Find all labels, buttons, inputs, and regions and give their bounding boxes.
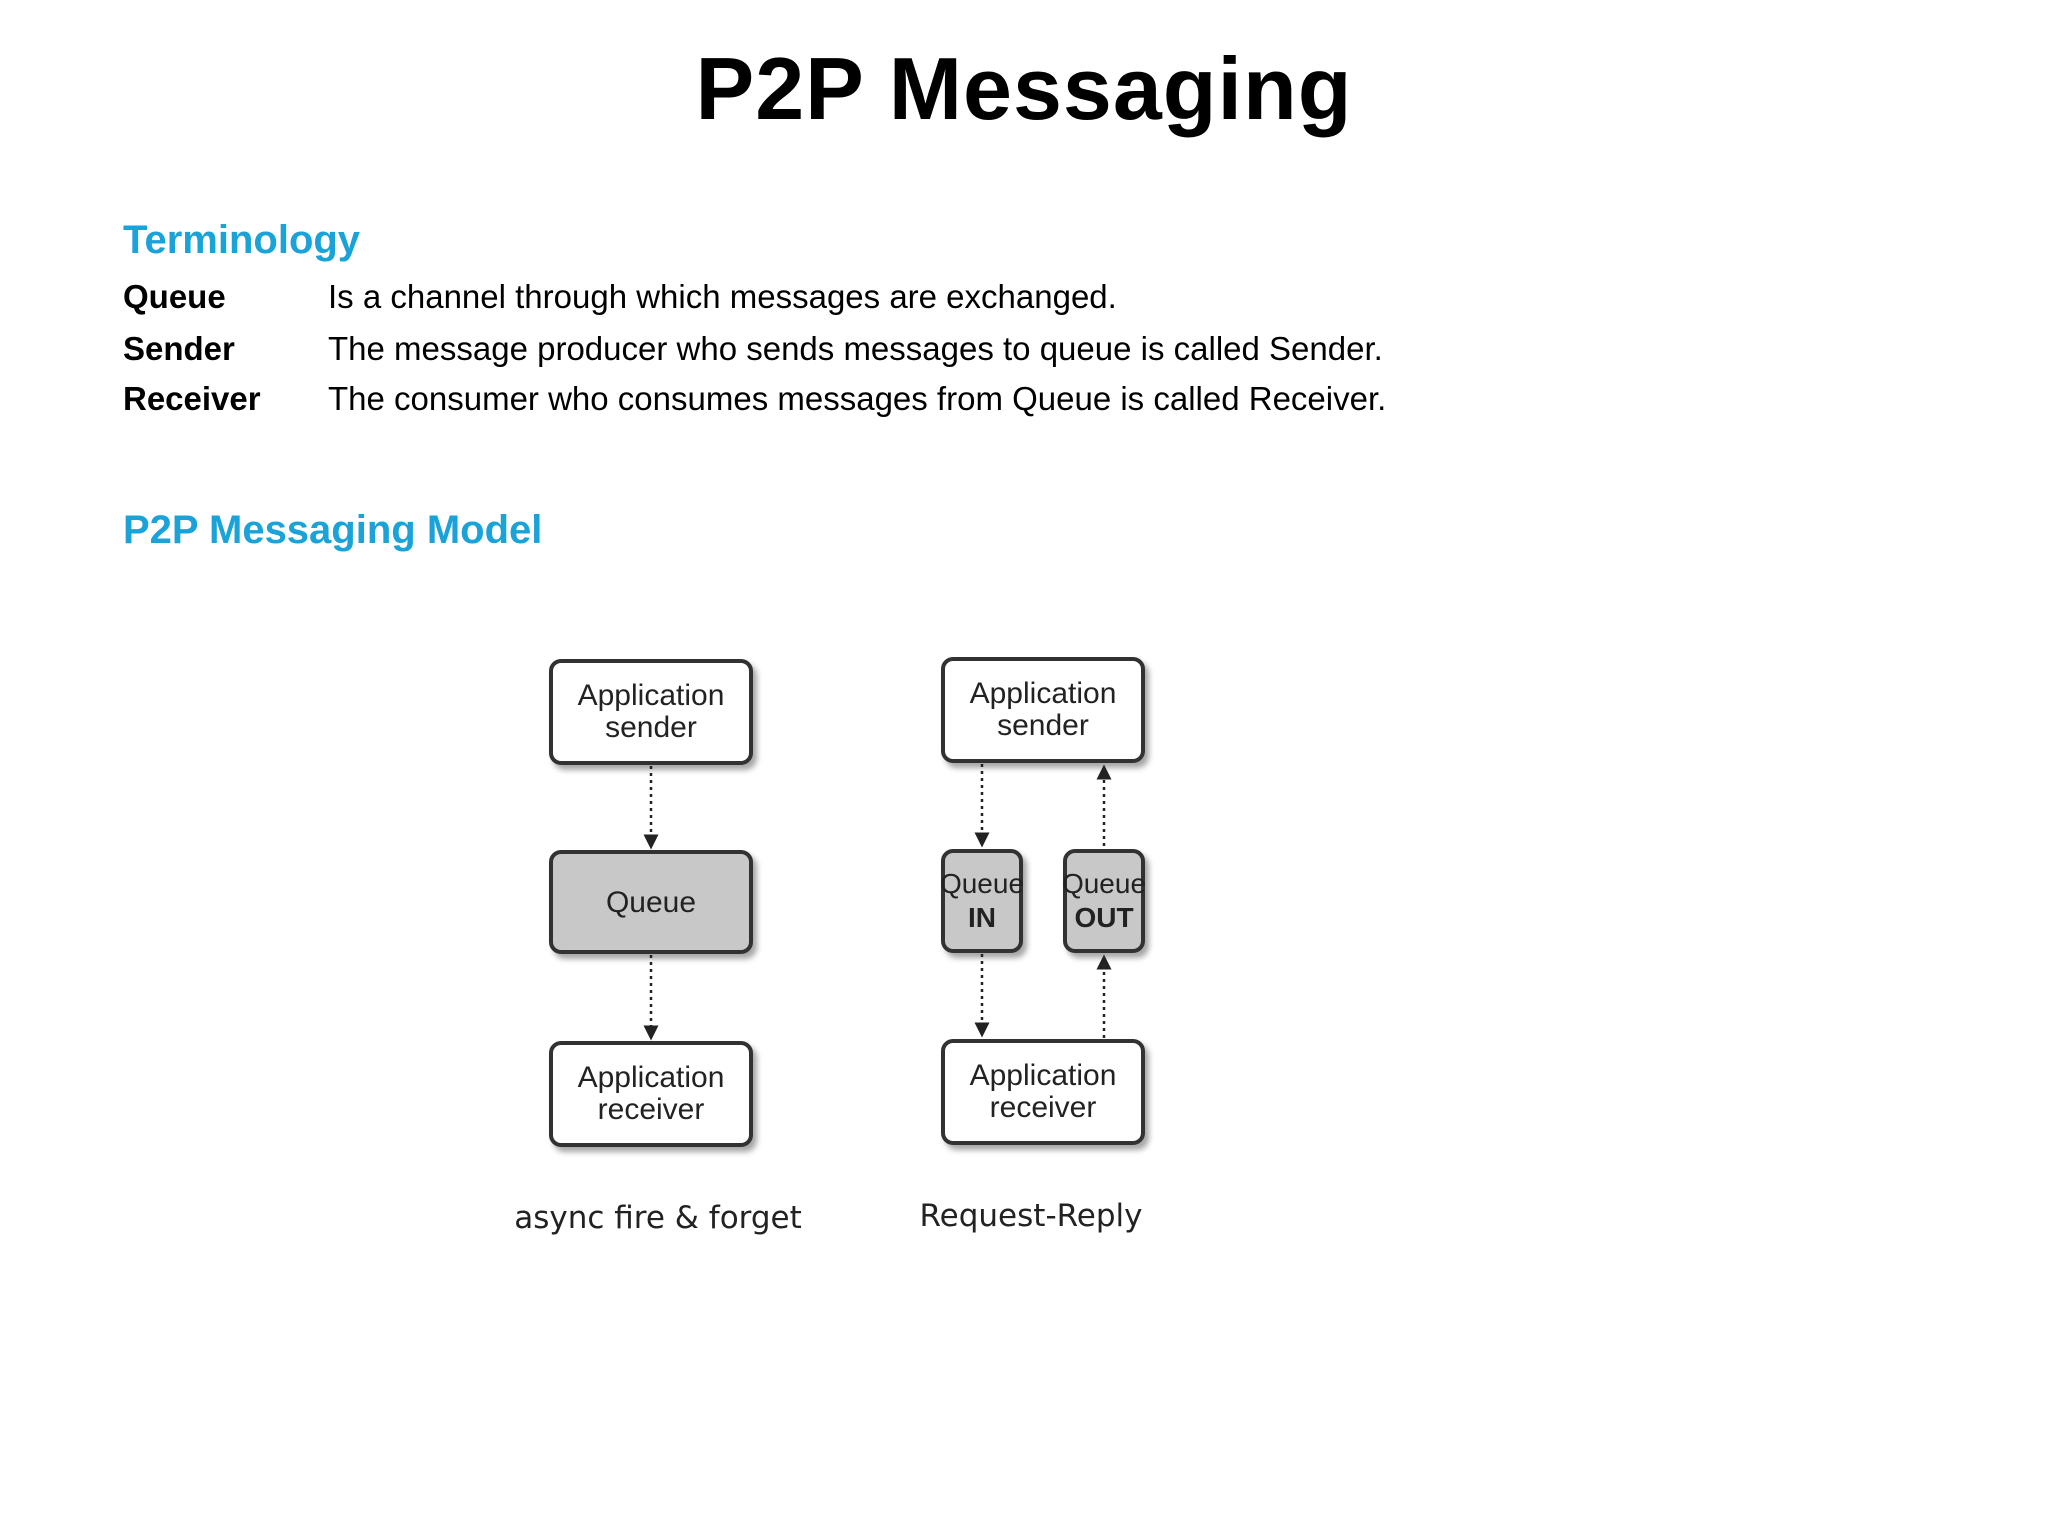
rr-queue-out-box: Queue OUT xyxy=(1062,849,1146,953)
async-caption: async fire & forget xyxy=(514,1200,802,1236)
async-receiver-line1: Application xyxy=(578,1061,725,1094)
terminology-heading: Terminology xyxy=(123,218,361,262)
term-definition: The consumer who consumes messages from … xyxy=(328,380,1387,417)
rr-caption: Request-Reply xyxy=(920,1198,1143,1234)
term-row-queue: Queue Is a channel through which message… xyxy=(123,278,1117,316)
term-row-sender: Sender The message producer who sends me… xyxy=(123,330,1383,368)
rr-receiver-line2: receiver xyxy=(990,1091,1097,1124)
rr-receiver-line1: Application xyxy=(970,1059,1117,1092)
rr-queue-out-line1: Queue xyxy=(1062,868,1146,899)
rr-queue-out-line2: OUT xyxy=(1074,902,1133,933)
rr-queue-in-line2: IN xyxy=(968,902,996,933)
rr-queue-in-line1: Queue xyxy=(940,868,1024,899)
async-receiver-box: Application receiver xyxy=(549,1041,753,1147)
term-word: Receiver xyxy=(123,380,261,417)
rr-sender-box: Application sender xyxy=(941,657,1145,763)
model-heading: P2P Messaging Model xyxy=(123,508,543,552)
async-sender-line1: Application xyxy=(578,679,725,712)
rr-receiver-box: Application receiver xyxy=(941,1039,1145,1145)
rr-sender-line2: sender xyxy=(997,709,1089,742)
async-sender-box: Application sender xyxy=(549,659,753,765)
term-word: Sender xyxy=(123,330,235,367)
rr-queue-in-box: Queue IN xyxy=(940,849,1024,953)
term-definition: Is a channel through which messages are … xyxy=(328,278,1117,315)
page-title: P2P Messaging xyxy=(695,39,1353,138)
term-definition: The message producer who sends messages … xyxy=(328,330,1383,367)
term-word: Queue xyxy=(123,278,226,315)
async-sender-line2: sender xyxy=(605,711,697,744)
async-queue-box: Queue xyxy=(549,850,753,954)
term-row-receiver: Receiver The consumer who consumes messa… xyxy=(123,380,1386,418)
async-receiver-line2: receiver xyxy=(598,1093,705,1126)
rr-sender-line1: Application xyxy=(970,677,1117,710)
async-queue-label: Queue xyxy=(606,886,696,919)
